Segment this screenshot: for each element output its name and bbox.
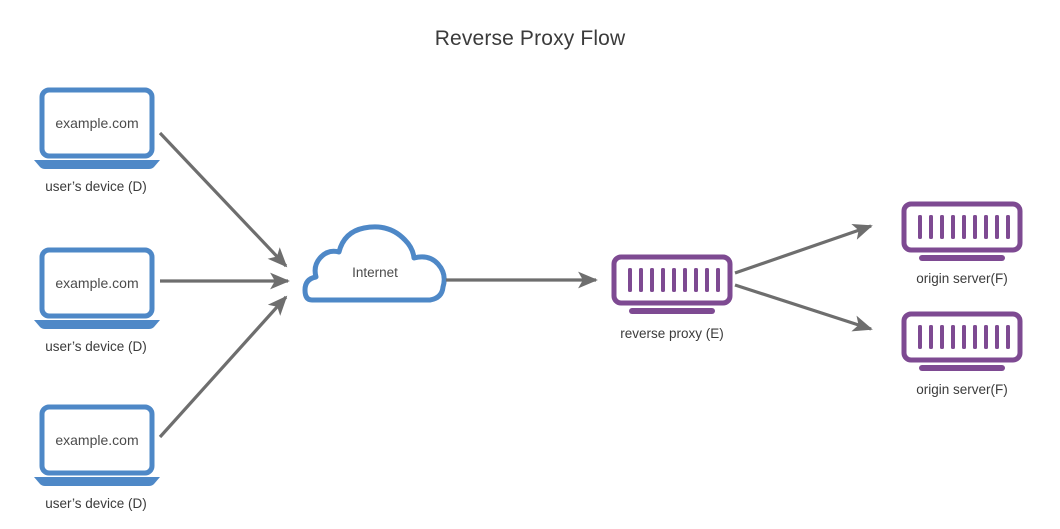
device-screen-text-1: example.com bbox=[55, 115, 139, 131]
internet-cloud-icon bbox=[302, 224, 447, 303]
device-label-2: user’s device (D) bbox=[45, 339, 147, 354]
device-label-1: user’s device (D) bbox=[45, 179, 147, 194]
device-screen-text-2: example.com bbox=[55, 275, 139, 291]
device-label-3: user’s device (D) bbox=[45, 496, 147, 511]
server-bars bbox=[628, 268, 720, 292]
device-icon-2 bbox=[34, 247, 160, 329]
device-screen-text-3: example.com bbox=[55, 432, 139, 448]
server-bars bbox=[918, 325, 1010, 349]
edge-proxy-origin2 bbox=[734, 283, 873, 332]
server-bars bbox=[918, 215, 1010, 239]
device-icon-3 bbox=[34, 404, 160, 486]
page-title: Reverse Proxy Flow bbox=[434, 27, 626, 50]
internet-cloud-label: Internet bbox=[352, 265, 398, 280]
origin-server-label-1: origin server(F) bbox=[916, 271, 1008, 286]
reverse-proxy-label: reverse proxy (E) bbox=[620, 326, 724, 341]
edge-device1-cloud bbox=[158, 131, 288, 268]
edge-proxy-origin1 bbox=[734, 223, 873, 275]
origin-server-icon-1 bbox=[901, 201, 1023, 261]
edge-device3-cloud bbox=[158, 295, 288, 439]
reverse-proxy-icon bbox=[611, 254, 733, 314]
device-icon-1 bbox=[34, 87, 160, 169]
origin-server-label-2: origin server(F) bbox=[916, 382, 1008, 397]
origin-server-icon-2 bbox=[901, 311, 1023, 371]
